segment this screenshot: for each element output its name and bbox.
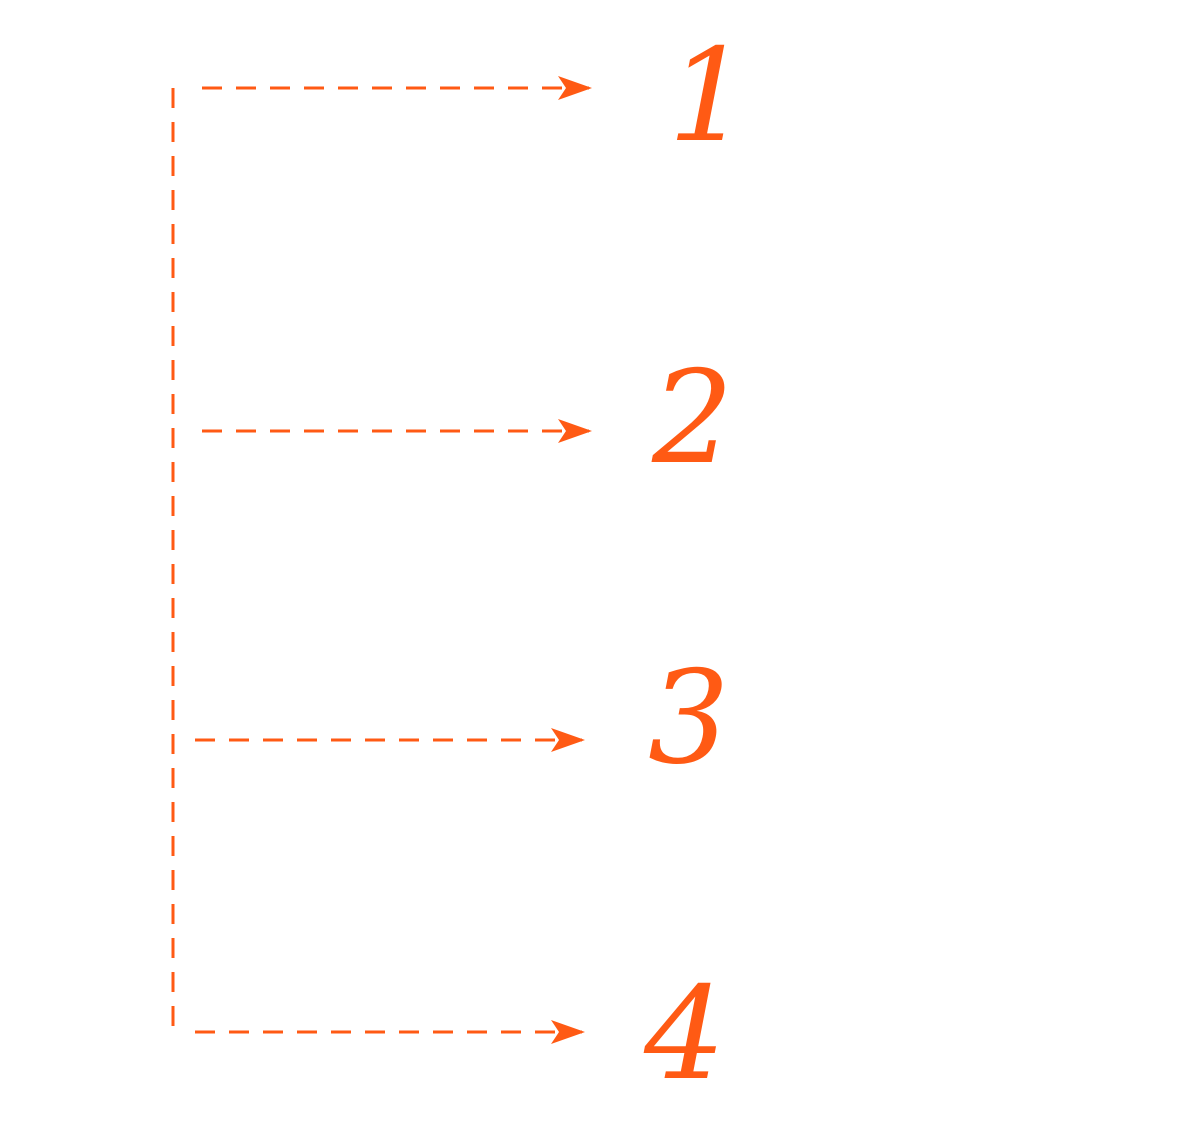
- label-2: 2: [651, 344, 733, 493]
- label-4: 4: [643, 960, 725, 1109]
- arrowhead-2-icon: [558, 419, 592, 443]
- label-3: 3: [648, 644, 729, 793]
- arrowhead-1-icon: [558, 76, 592, 100]
- arrowhead-3-icon: [551, 728, 585, 752]
- arrowhead-4-icon: [551, 1020, 585, 1044]
- label-1: 1: [668, 22, 749, 171]
